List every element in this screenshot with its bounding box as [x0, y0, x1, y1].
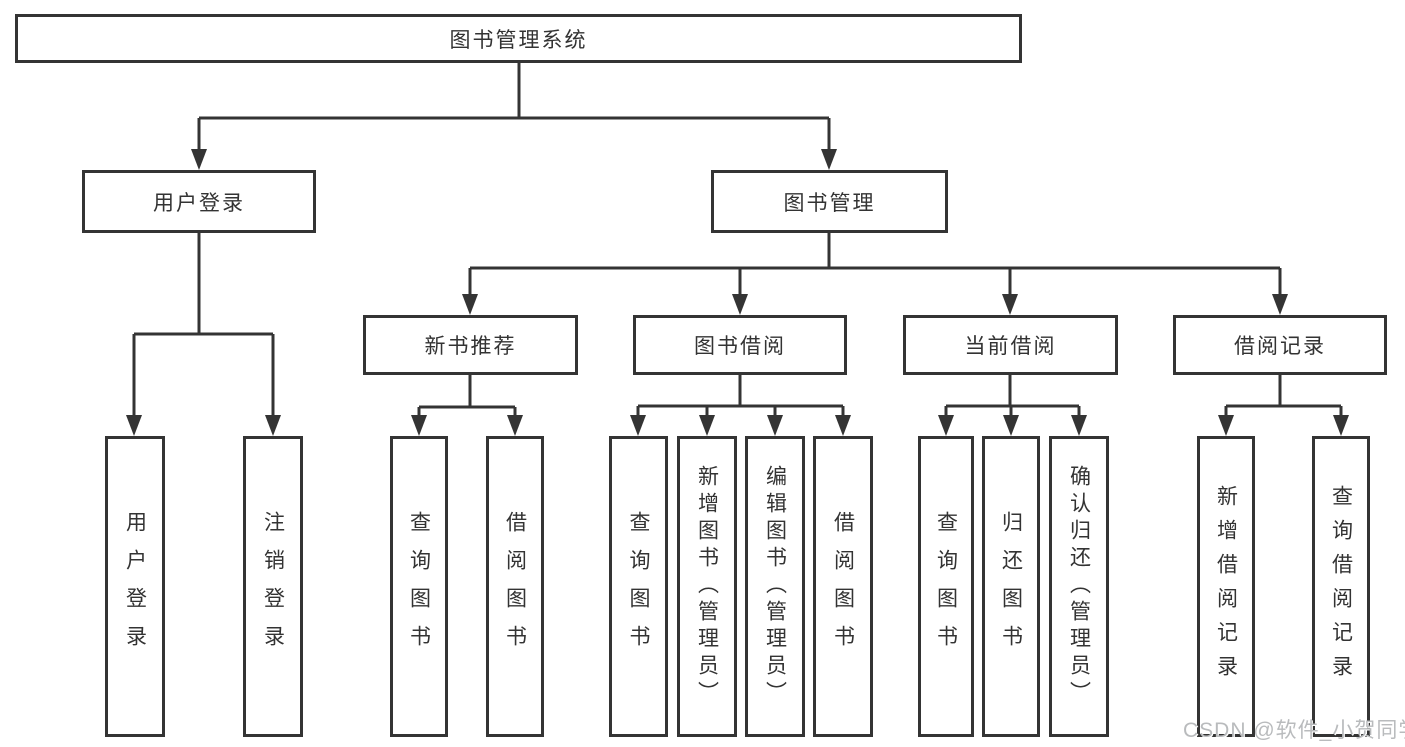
node-borrow-records: 借阅记录 [1173, 315, 1387, 375]
leaf-add-borrow-record-label: 新增借阅记录 [1214, 484, 1238, 689]
leaf-logout: 注销登录 [243, 436, 303, 737]
node-book-management: 图书管理 [711, 170, 948, 233]
watermark-text: CSDN @软件_小贺同学 [1183, 719, 1405, 742]
node-root-system: 图书管理系统 [15, 14, 1022, 63]
leaf-edit-books-admin-label: 编辑图书（管理员） [763, 465, 787, 708]
leaf-borrow-books-recommend-label: 借阅图书 [503, 510, 527, 663]
leaf-return-books: 归还图书 [982, 436, 1040, 737]
leaf-query-books-borrow-label: 查询图书 [627, 510, 650, 663]
node-book-borrow-label: 图书借阅 [694, 335, 786, 358]
leaf-borrow-books-label: 借阅图书 [831, 510, 855, 663]
leaf-add-borrow-record: 新增借阅记录 [1197, 436, 1255, 737]
leaf-edit-books-admin: 编辑图书（管理员） [745, 436, 805, 737]
node-user-login: 用户登录 [82, 170, 316, 233]
leaf-query-books-current: 查询图书 [918, 436, 974, 737]
node-borrow-records-label: 借阅记录 [1234, 335, 1326, 358]
node-root-label: 图书管理系统 [449, 28, 588, 52]
leaf-user-login-label: 用户登录 [123, 510, 147, 663]
leaf-add-books-admin: 新增图书（管理员） [677, 436, 737, 737]
leaf-return-books-label: 归还图书 [999, 510, 1023, 663]
leaf-borrow-books: 借阅图书 [813, 436, 873, 737]
node-book-management-label: 图书管理 [783, 191, 876, 215]
node-book-borrow: 图书借阅 [633, 315, 847, 375]
node-new-book-recommend-label: 新书推荐 [424, 335, 517, 358]
node-current-borrow-label: 当前借阅 [964, 335, 1057, 358]
leaf-query-books-recommend-label: 查询图书 [407, 510, 431, 663]
leaf-logout-label: 注销登录 [261, 510, 285, 663]
leaf-confirm-return-admin-label: 确认归还（管理员） [1067, 465, 1091, 708]
leaf-query-borrow-record-label: 查询借阅记录 [1329, 484, 1353, 689]
leaf-user-login: 用户登录 [105, 436, 165, 737]
leaf-borrow-books-recommend: 借阅图书 [486, 436, 544, 737]
node-user-login-label: 用户登录 [153, 191, 245, 215]
leaf-query-books-borrow: 查询图书 [609, 436, 668, 737]
leaf-query-books-current-label: 查询图书 [934, 510, 958, 663]
leaf-add-books-admin-label: 新增图书（管理员） [695, 465, 719, 708]
leaf-query-books-recommend: 查询图书 [390, 436, 448, 737]
node-current-borrow: 当前借阅 [903, 315, 1118, 375]
leaf-query-borrow-record: 查询借阅记录 [1312, 436, 1370, 737]
leaf-confirm-return-admin: 确认归还（管理员） [1049, 436, 1109, 737]
node-new-book-recommend: 新书推荐 [363, 315, 578, 375]
